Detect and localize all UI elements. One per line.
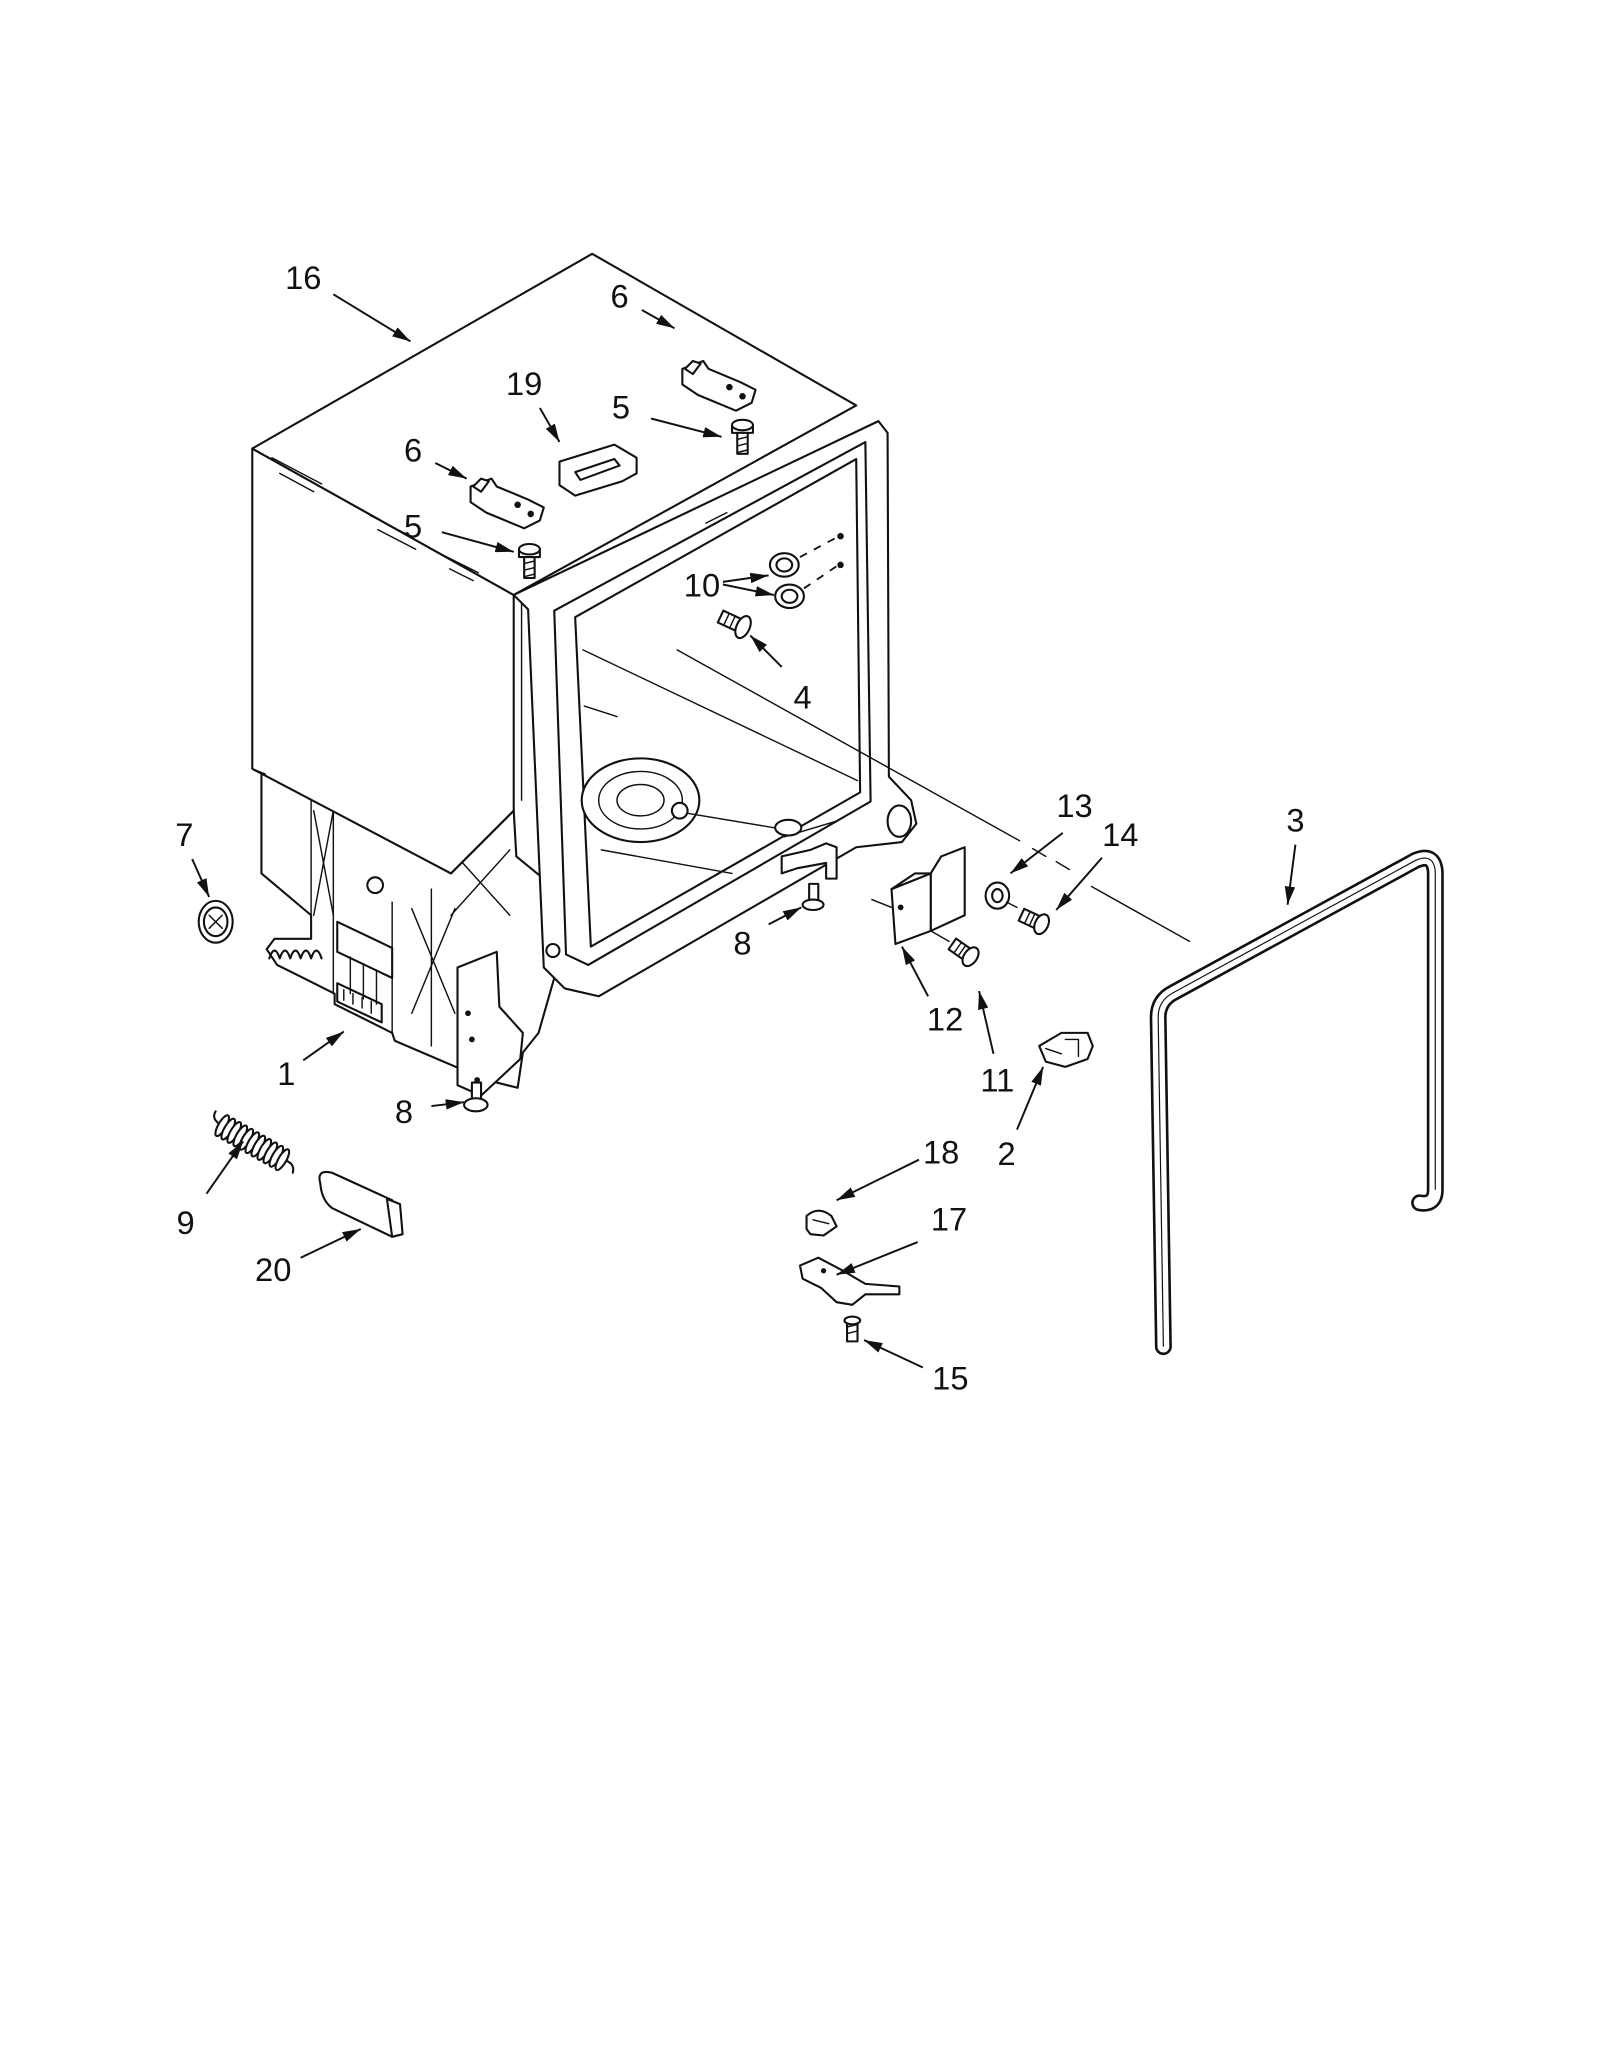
leader-arrow-9 (205, 1140, 244, 1195)
mount-hole (837, 532, 844, 540)
leader-arrow-13 (1009, 832, 1064, 875)
callout-15: 15 (932, 1360, 968, 1397)
tub-base (260, 767, 564, 1097)
frame-bolt (545, 942, 561, 959)
leader-arrow-20 (300, 1228, 362, 1259)
bracket-12 (871, 846, 966, 946)
callout-6-right: 6 (611, 277, 629, 314)
leader-arrow-4 (749, 634, 783, 668)
leader-arrow-10-lower (722, 583, 775, 597)
callout-16: 16 (285, 259, 321, 296)
screw-left (517, 542, 541, 580)
grommet (197, 899, 234, 944)
callout-8-mid: 8 (733, 924, 751, 961)
leader-arrow-5-left (441, 531, 514, 553)
callout-10: 10 (684, 566, 720, 603)
leader-arrow-17 (836, 1241, 919, 1276)
hinge-bracket-right (681, 359, 757, 412)
callout-9: 9 (177, 1204, 195, 1241)
clip-2 (1038, 1031, 1094, 1068)
screw-right (730, 418, 754, 455)
callout-5-left: 5 (404, 507, 422, 544)
sump-hub (670, 801, 689, 820)
screw-14 (1017, 907, 1051, 936)
callout-14: 14 (1102, 816, 1138, 853)
bolt-4 (716, 609, 752, 640)
callout-5-right: 5 (612, 389, 630, 426)
leader-arrow-10-upper (722, 572, 769, 584)
leader-arrow-19 (539, 407, 561, 443)
callout-7: 7 (175, 816, 193, 853)
rollers (768, 532, 844, 610)
callout-4: 4 (794, 679, 812, 716)
screw-15 (843, 1315, 862, 1343)
callout-20: 20 (255, 1251, 291, 1288)
callout-13: 13 (1056, 787, 1092, 824)
callout-8-left: 8 (395, 1093, 413, 1130)
tub-assembly (251, 252, 918, 1097)
base-side-bracket (456, 950, 524, 1097)
door-gasket (1149, 849, 1444, 1356)
part-18 (805, 1209, 838, 1237)
callout-labels: 16 6 19 5 6 5 10 4 7 13 14 3 8 12 11 1 8… (175, 259, 1304, 1397)
leader-arrow-3 (1284, 844, 1297, 905)
leader-arrow-8-mid (768, 906, 802, 926)
leader-arrow-6-right (641, 309, 675, 330)
assembly-axis-line (676, 649, 1191, 943)
leveling-leg-left (463, 1081, 489, 1113)
callout-2: 2 (997, 1135, 1015, 1172)
callout-17: 17 (931, 1200, 967, 1237)
callout-19: 19 (506, 365, 542, 402)
callout-11: 11 (980, 1062, 1014, 1099)
leader-arrow-8-left (431, 1099, 465, 1110)
leader-arrow-18 (836, 1158, 920, 1202)
mount-hole (837, 561, 844, 569)
base-comb-bracket (268, 949, 323, 960)
leader-arrow-5-right (650, 417, 722, 438)
callout-1: 1 (277, 1055, 295, 1092)
callout-12: 12 (927, 1000, 963, 1037)
hinge-bracket-left (469, 477, 545, 530)
base-hole (366, 876, 385, 895)
leader-arrow-12 (901, 946, 929, 997)
callout-18: 18 (923, 1134, 959, 1171)
leader-arrow-6-left (434, 462, 468, 480)
washer-13 (984, 881, 1018, 910)
side-shading-marks (271, 457, 480, 582)
leader-arrow-15 (863, 1339, 924, 1369)
screw-11 (947, 937, 980, 968)
frame-foot-bracket (780, 842, 838, 880)
leader-arrows (191, 293, 1297, 1369)
leader-arrow-11 (978, 990, 995, 1055)
tub-interior (580, 649, 859, 875)
frame-roller (886, 804, 913, 838)
base-window (336, 920, 394, 980)
pad-20 (318, 1170, 404, 1238)
leader-arrow-1 (302, 1030, 345, 1062)
callout-6-left: 6 (404, 432, 422, 469)
spring (213, 1110, 295, 1174)
leveling-leg-mid (801, 882, 825, 912)
callout-3: 3 (1286, 802, 1304, 839)
top-clip (558, 443, 638, 497)
bracket-17 (798, 1256, 901, 1306)
leader-arrow-2 (1016, 1066, 1045, 1130)
leader-arrow-14 (1055, 857, 1103, 911)
leader-arrow-16 (332, 293, 411, 343)
leader-arrow-7 (191, 858, 211, 898)
